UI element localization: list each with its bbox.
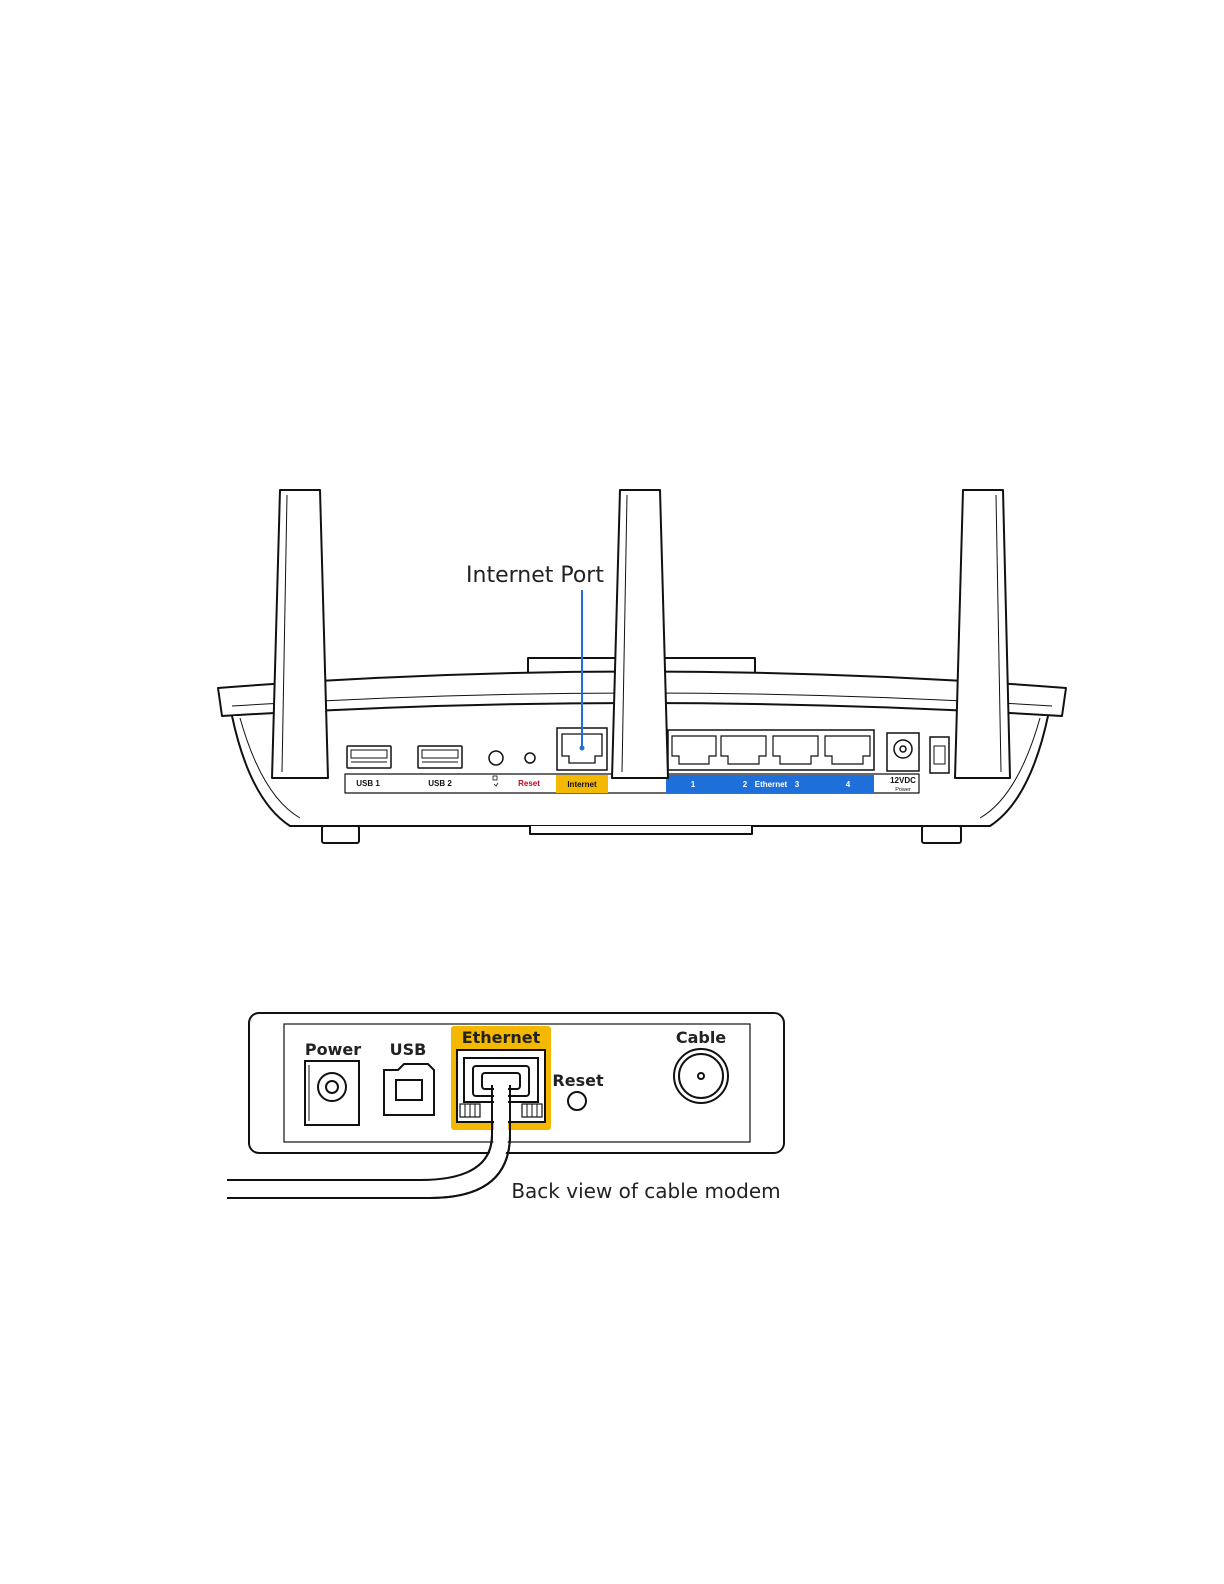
modem-power-jack <box>305 1061 359 1125</box>
modem-power-label: Power <box>305 1040 361 1059</box>
internet-port-callout-dot <box>580 746 585 751</box>
reset-label: Reset <box>518 779 540 788</box>
antenna-left <box>272 490 328 778</box>
ethernet-2-label: 2 <box>743 780 748 789</box>
modem-cable-label: Cable <box>676 1028 726 1047</box>
router-power-switch <box>930 737 949 773</box>
usb2-label: USB 2 <box>428 779 452 788</box>
ethernet-1-label: 1 <box>691 780 696 789</box>
internet-port-callout: Internet Port <box>466 563 604 588</box>
modem-usb-port <box>384 1064 434 1115</box>
usb1-label: USB 1 <box>356 779 380 788</box>
router-foot-left <box>322 826 359 843</box>
router-power-sublabel: Power <box>895 787 911 793</box>
antenna-right <box>955 490 1010 778</box>
modem-reset-button <box>568 1092 586 1110</box>
reset-button <box>525 753 535 763</box>
modem-caption: Back view of cable modem <box>511 1179 780 1203</box>
router-power-label: 12VDC <box>890 776 916 785</box>
usb1-port <box>347 746 391 768</box>
ethernet-3-label: 3 <box>795 780 800 789</box>
router-power-jack <box>887 733 919 771</box>
router-base <box>530 826 752 834</box>
internet-label: Internet <box>567 780 597 789</box>
modem-cable-connector <box>674 1049 728 1103</box>
wps-button <box>489 751 503 765</box>
ethernet-4-label: 4 <box>846 780 851 789</box>
router-foot-right <box>922 826 961 843</box>
ethernet-ports <box>668 730 874 770</box>
modem-reset-label: Reset <box>552 1071 604 1090</box>
modem-usb-label: USB <box>390 1040 427 1059</box>
antenna-center <box>612 490 668 778</box>
modem-ethernet-label: Ethernet <box>462 1028 541 1047</box>
ethernet-label: Ethernet <box>755 780 788 789</box>
usb2-port <box>418 746 462 768</box>
